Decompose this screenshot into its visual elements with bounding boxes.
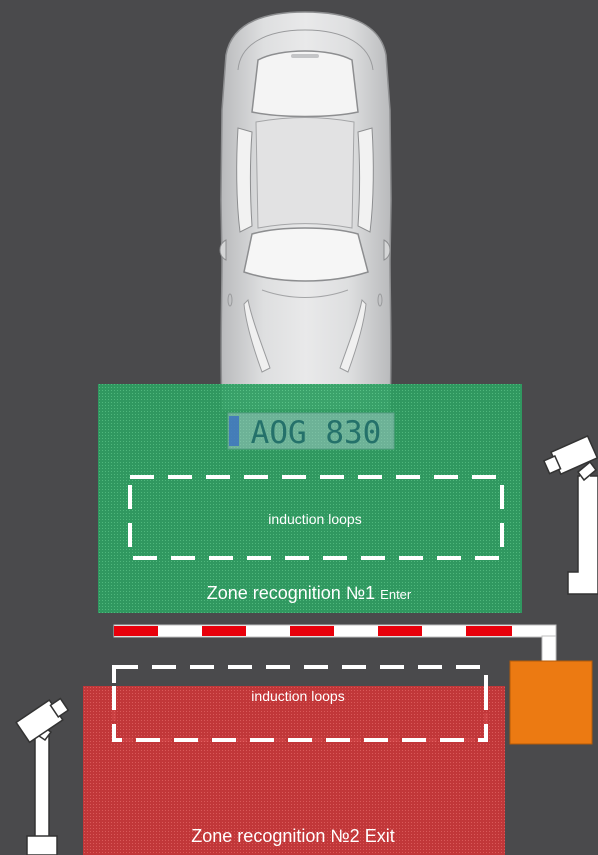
plate-text: AOG 830 [251, 415, 382, 451]
zone2-label: Zone recognition №2 Exit [191, 826, 394, 846]
loops-label-2: induction loops [251, 688, 344, 704]
loops-label-1: induction loops [268, 511, 361, 527]
barrier-control-box [509, 660, 593, 745]
zone-recognition-2: induction loops Zone recognition №2 Exit [83, 686, 505, 855]
zone-recognition-1: AOG 830 induction loops Zone recognition… [98, 384, 522, 613]
camera-icon [15, 697, 70, 855]
barrier-arm [113, 624, 557, 663]
zone1-label: Zone recognition №1 Enter [207, 583, 412, 603]
license-plate: AOG 830 [227, 412, 395, 451]
camera-icon [542, 434, 598, 595]
car [219, 11, 392, 411]
